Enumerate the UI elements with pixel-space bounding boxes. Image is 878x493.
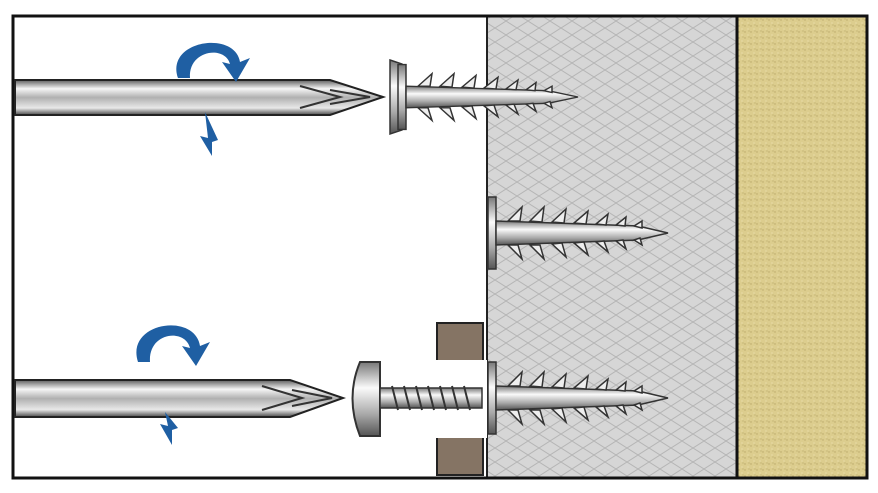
masonry-wall: [737, 16, 867, 478]
anchor-screw-top: [389, 58, 579, 136]
screwdriver-bit-bottom: [14, 379, 347, 418]
rotation-arrow-icon: [136, 325, 210, 445]
pan-head-machine-screw: [351, 361, 483, 437]
diagram-border: [11, 14, 869, 480]
rotation-arrow-icon: [176, 42, 250, 156]
screwdriver-bit-top: [14, 79, 387, 116]
